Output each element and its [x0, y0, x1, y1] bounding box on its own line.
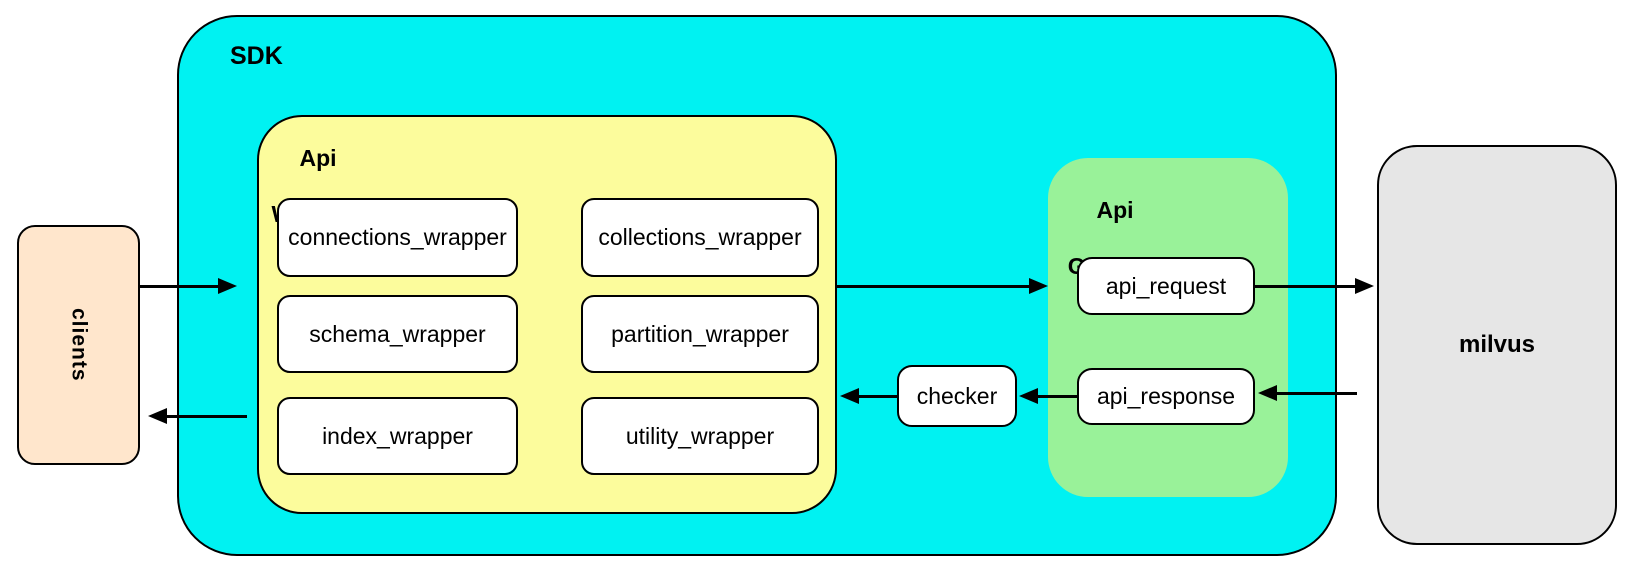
node-api-request: api_request — [1077, 257, 1255, 315]
node-connections-wrapper: connections_wrapper — [277, 198, 518, 277]
clients-node: clients — [17, 225, 140, 465]
arrow-response-to-checker-head — [1019, 388, 1038, 404]
arrow-milvus-to-response-head — [1258, 385, 1277, 401]
clients-label: clients — [67, 308, 91, 382]
arrow-wrapper-to-gateway-head — [1029, 278, 1048, 294]
api-wrapper-label-line1: Api — [299, 145, 337, 171]
milvus-node: milvus — [1377, 145, 1617, 545]
node-schema-wrapper: schema_wrapper — [277, 295, 518, 373]
arrow-request-to-milvus-head — [1355, 278, 1374, 294]
arrow-clients-to-sdk-head — [218, 278, 237, 294]
node-utility-wrapper: utility_wrapper — [581, 397, 819, 475]
arrow-sdk-to-clients-head — [148, 408, 167, 424]
milvus-label: milvus — [1458, 331, 1536, 358]
sdk-label: SDK — [230, 42, 283, 70]
node-collections-wrapper: collections_wrapper — [581, 198, 819, 277]
api-gateway-container — [1048, 158, 1288, 497]
node-api-response: api_response — [1077, 368, 1255, 425]
node-checker: checker — [897, 365, 1017, 427]
api-gateway-label-line1: Api — [1096, 197, 1134, 223]
arrow-checker-to-wrapper-head — [840, 388, 859, 404]
node-index-wrapper: index_wrapper — [277, 397, 518, 475]
node-partition-wrapper: partition_wrapper — [581, 295, 819, 373]
